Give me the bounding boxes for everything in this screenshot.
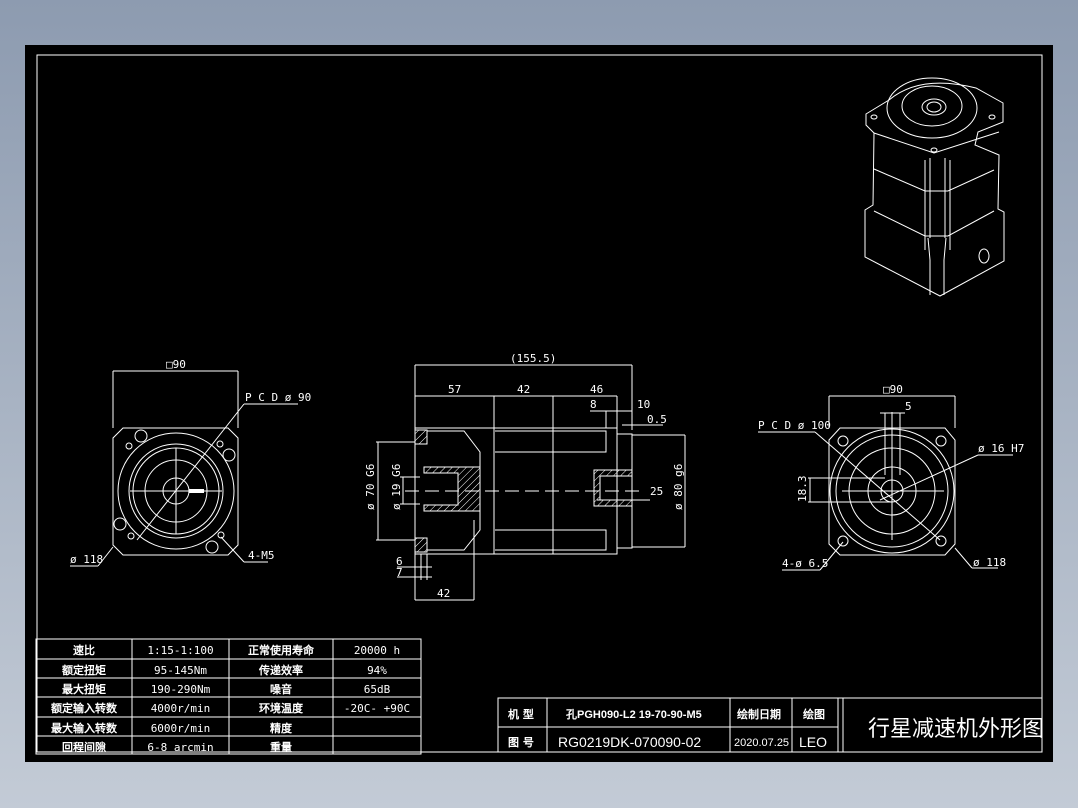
spec-label: 精度 xyxy=(270,721,293,735)
drawing-title: 行星减速机外形图 xyxy=(868,717,1044,742)
dim-dia-19: ø 19 G6 xyxy=(390,464,403,510)
dim-46: 46 xyxy=(590,383,603,396)
dim-pcd: P C D ø 100 xyxy=(758,419,831,432)
isometric-view xyxy=(864,77,1005,297)
dim-key: 5 xyxy=(905,400,912,413)
spec-value: 1:15-1:100 xyxy=(147,644,213,657)
spec-value: 20000 h xyxy=(354,644,400,657)
spec-label: 重量 xyxy=(270,740,292,754)
dim-7: 7 xyxy=(396,566,403,579)
drawing-canvas xyxy=(25,45,1053,762)
spec-label: 正常使用寿命 xyxy=(248,643,315,657)
spec-label: 最大输入转数 xyxy=(51,721,118,735)
spec-label: 最大扭矩 xyxy=(62,682,106,696)
side-section-view: (155.5) 57 42 46 8 10 0.5 ø 70 G6 ø 19 G… xyxy=(364,352,686,601)
spec-table: 速比 1:15-1:100 正常使用寿命 20000 h 额定扭矩 95-145Nm 传递效… xyxy=(35,638,422,755)
dim-0-5: 0.5 xyxy=(647,413,667,426)
drawing-no-value: RG0219DK-070090-02 xyxy=(558,734,701,750)
dim-holes: 4-ø 6.5 xyxy=(782,557,828,570)
spec-label: 环境温度 xyxy=(259,701,304,715)
dim-6: 6 xyxy=(396,555,403,568)
date-label: 绘制日期 xyxy=(737,707,781,721)
spec-label: 额定扭矩 xyxy=(62,663,106,677)
model-label: 机 型 xyxy=(508,707,534,721)
input-end-view: □90 P C D ø 90 ø 118 4-M5 xyxy=(70,358,311,567)
spec-value: 190-290Nm xyxy=(151,683,211,696)
spec-value: 94% xyxy=(367,664,387,677)
spec-value: 6000r/min xyxy=(151,722,211,735)
drawing-no-label: 图 号 xyxy=(508,736,534,749)
spec-value: 6-8 arcmin xyxy=(147,741,213,754)
model-value: 孔PGH090-L2 19-70-90-M5 xyxy=(566,708,702,721)
spec-value: 95-145Nm xyxy=(154,664,207,677)
spec-label: 噪音 xyxy=(270,682,292,696)
date-value: 2020.07.25 xyxy=(734,737,789,749)
spec-value: 4000r/min xyxy=(151,702,211,715)
spec-value: -20C- +90C xyxy=(344,702,410,715)
dim-outer-dia: ø 118 xyxy=(70,553,103,566)
dim-42-bottom: 42 xyxy=(437,587,450,600)
drawer-label: 绘图 xyxy=(803,707,825,721)
dim-10: 10 xyxy=(637,398,650,411)
dim-square: □90 xyxy=(883,383,903,396)
spec-label: 额定输入转数 xyxy=(51,701,118,715)
dim-dia-70: ø 70 G6 xyxy=(364,464,377,510)
dim-bore: ø 16 H7 xyxy=(978,442,1024,455)
dim-25: 25 xyxy=(650,485,663,498)
dim-pcd: P C D ø 90 xyxy=(245,391,311,404)
dim-42: 42 xyxy=(517,383,530,396)
dim-holes: 4-M5 xyxy=(248,549,275,562)
drawer-value: LEO xyxy=(799,734,827,750)
dim-overall-length: (155.5) xyxy=(510,352,556,365)
dim-57: 57 xyxy=(448,383,461,396)
spec-label: 回程间隙 xyxy=(62,740,106,754)
dim-8: 8 xyxy=(590,398,597,411)
spec-value: 65dB xyxy=(364,683,391,696)
dim-18-3: 18.3 xyxy=(796,476,809,503)
dim-dia-80: ø 80 g6 xyxy=(672,464,685,510)
dim-square: □90 xyxy=(166,358,186,371)
spec-label: 传递效率 xyxy=(258,663,303,677)
title-block: 机 型 孔PGH090-L2 19-70-90-M5 绘制日期 绘图 图 号 R… xyxy=(497,697,1044,753)
spec-label: 速比 xyxy=(73,643,95,657)
output-end-view: □90 5 P C D ø 100 ø 16 H7 18.3 4-ø 6.5 ø… xyxy=(758,383,1024,571)
dim-outer-dia: ø 118 xyxy=(973,556,1006,569)
